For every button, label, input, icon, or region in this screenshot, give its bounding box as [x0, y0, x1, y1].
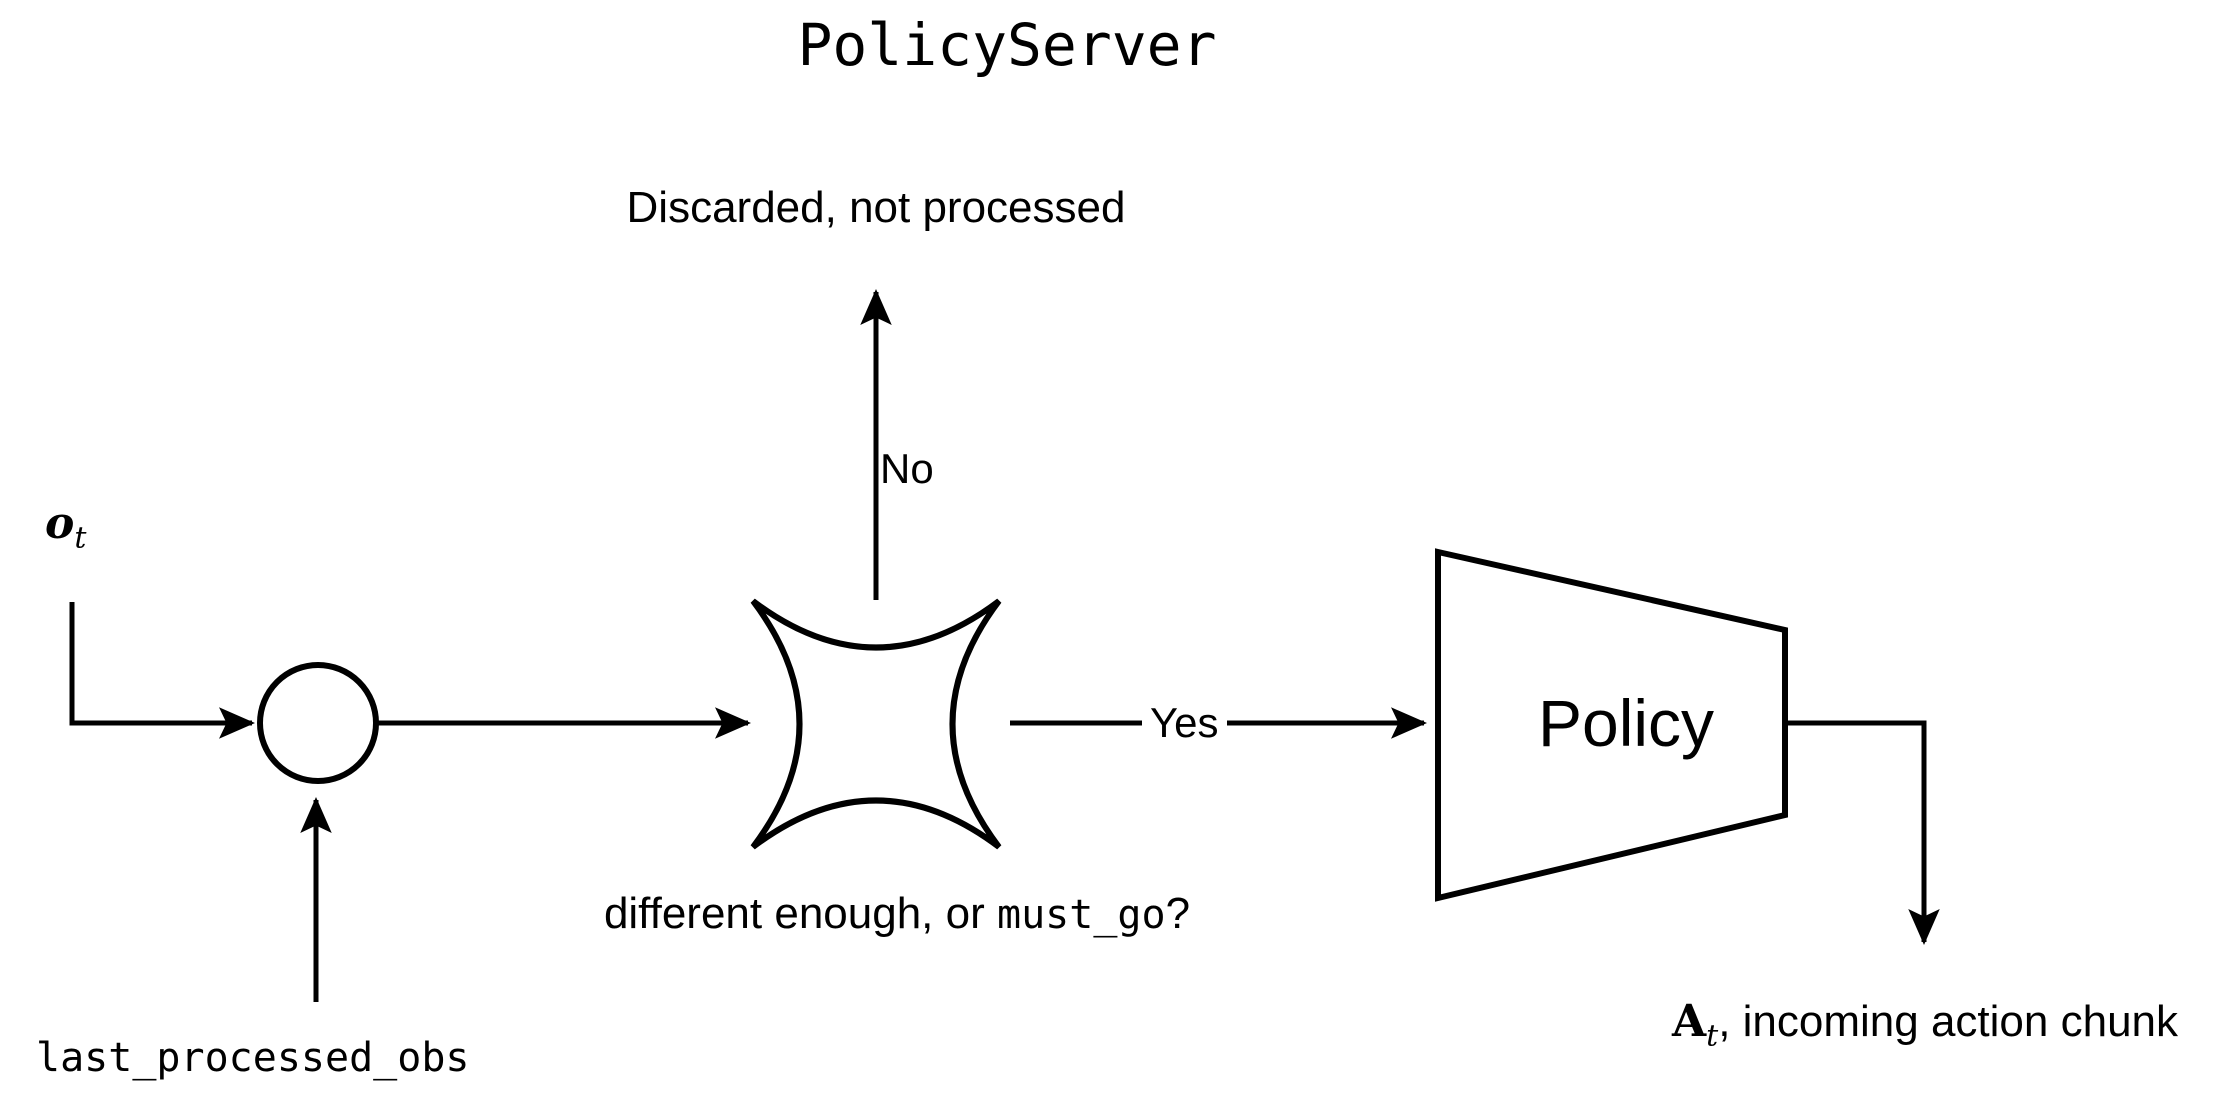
decision-question-suffix: ?	[1165, 889, 1191, 938]
page-title: PolicyServer	[797, 11, 1217, 79]
policy-block-shape	[1435, 548, 1788, 902]
decision-question-code: must_go	[996, 892, 1166, 938]
last-processed-obs-label: last_processed_obs	[36, 1035, 470, 1081]
discarded-note-label: Discarded, not processed	[626, 183, 1126, 232]
decision-question-label: different enough, or must_go?	[0, 892, 1794, 936]
edge-policy-to-action-chunk	[1785, 720, 1940, 946]
decision-question-prefix: different enough, or	[603, 889, 997, 938]
observation-symbol-label: ot	[45, 502, 86, 554]
policy-block-label: Policy	[1537, 686, 1715, 760]
branch-label-no: No	[880, 445, 934, 492]
action-chunk-symbol: A	[1672, 996, 1707, 1047]
observation-symbol: o	[45, 498, 75, 549]
action-chunk-subscript: t	[1706, 1018, 1719, 1054]
edge-observation-to-join	[69, 602, 256, 739]
action-chunk-text: , incoming action chunk	[1718, 997, 2179, 1046]
branch-label-yes: Yes	[1142, 700, 1227, 746]
join-circle-node	[257, 662, 379, 784]
action-chunk-label: At, incoming action chunk	[1672, 1000, 2178, 1052]
decision-star-node	[750, 598, 1002, 850]
observation-subscript: t	[74, 520, 87, 556]
